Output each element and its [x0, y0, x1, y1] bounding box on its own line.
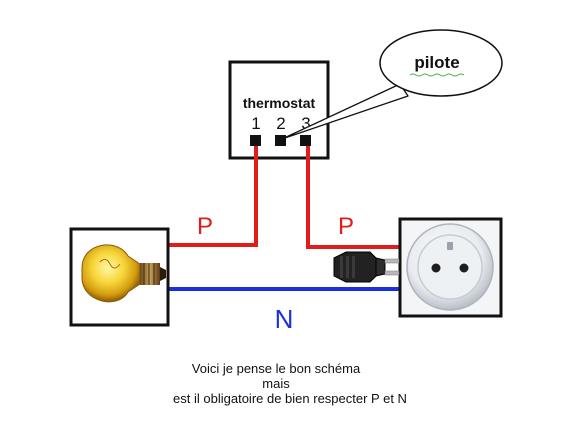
- french-power-socket-icon: [406, 223, 494, 311]
- thermostat-box: thermostat 1 2 3: [228, 60, 330, 160]
- caption-line-1: Voici je pense le bon schéma: [192, 361, 361, 376]
- socket-hole-left: [431, 263, 441, 273]
- neutral-label: N: [275, 304, 294, 334]
- phase-wire-left: [168, 146, 258, 247]
- socket-box: [398, 217, 503, 318]
- light-bulb-icon: [81, 244, 166, 303]
- callout-bubble: [379, 29, 503, 97]
- terminal-1-label: 1: [251, 114, 260, 133]
- phase-wire-right: [306, 146, 400, 249]
- thermostat-title: thermostat: [243, 95, 316, 111]
- pilote-callout: pilote: [281, 29, 503, 140]
- wires: P P N: [168, 146, 402, 334]
- earth-pin: [447, 242, 453, 250]
- power-plug-icon: [333, 251, 400, 283]
- socket-hole-right: [459, 263, 469, 273]
- caption-line-2: mais: [262, 376, 290, 391]
- phase-right-label: P: [338, 213, 354, 240]
- lamp-box: [69, 227, 170, 327]
- terminal-2: [275, 135, 286, 146]
- terminal-3-label: 3: [301, 114, 310, 133]
- terminal-2-label: 2: [276, 114, 285, 133]
- pilote-label: pilote: [414, 53, 459, 72]
- terminal-3: [300, 135, 311, 146]
- phase-left-label: P: [197, 213, 213, 240]
- terminal-1: [250, 135, 261, 146]
- caption: Voici je pense le bon schéma mais est il…: [173, 361, 407, 406]
- spellcheck-underline: [409, 73, 465, 77]
- caption-line-3: est il obligatoire de bien respecter P e…: [173, 391, 407, 406]
